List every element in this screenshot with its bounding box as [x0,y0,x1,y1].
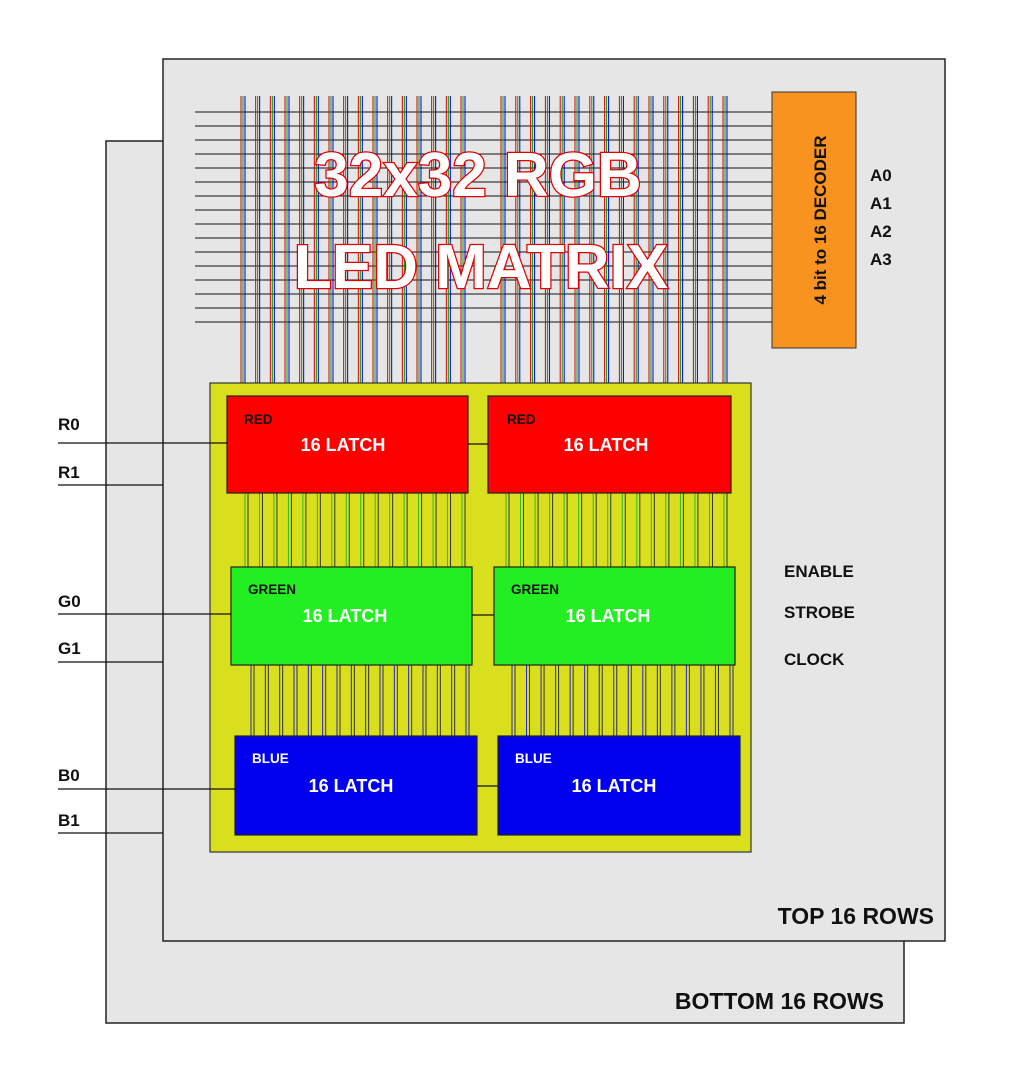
green-latch-left-box [230,566,473,666]
address-a2: A2 [870,222,892,241]
input-signals: R0 R1 G0 G1 B0 B1 [58,415,235,834]
red-latch-right-box [487,395,732,494]
input-r1: R1 [58,463,80,482]
red-latch-right-color: RED [507,412,536,427]
green-latch-left: GREEN 16 LATCH [230,566,473,666]
blue-latch-left-box [234,735,478,836]
bottom-panel-label: BOTTOM 16 ROWS [675,988,884,1014]
signal-enable: ENABLE [784,562,854,581]
blue-latch-right-label: 16 LATCH [572,776,657,796]
red-latch-left: RED 16 LATCH [226,395,469,494]
green-latch-right: GREEN 16 LATCH [493,566,736,666]
row-lines [195,111,772,323]
address-a1: A1 [870,194,892,213]
title-line-1: 32x32 RGB [314,141,641,210]
signal-strobe: STROBE [784,603,855,622]
input-g0: G0 [58,592,81,611]
red-latch-right-label: 16 LATCH [564,435,649,455]
green-latch-left-label: 16 LATCH [303,606,388,626]
green-latch-right-box [493,566,736,666]
input-b1: B1 [58,811,80,830]
input-g1: G1 [58,639,81,658]
red-latch-right: RED 16 LATCH [487,395,732,494]
address-a3: A3 [870,250,892,269]
address-a0: A0 [870,166,892,185]
blue-latch-right-color: BLUE [515,751,552,766]
red-latch-left-color: RED [244,412,273,427]
red-latch-left-label: 16 LATCH [301,435,386,455]
red-latch-left-box [226,395,469,494]
blue-latch-left-label: 16 LATCH [309,776,394,796]
latch-connection-lines [244,493,734,736]
green-latch-right-label: 16 LATCH [566,606,651,626]
top-panel-label: TOP 16 ROWS [778,903,934,929]
blue-latch-left: BLUE 16 LATCH [234,735,478,836]
title-line-2: LED MATRIX [294,233,668,302]
input-b0: B0 [58,766,80,785]
blue-latch-right-box [497,735,741,836]
blue-latch-left-color: BLUE [252,751,289,766]
decoder-label: 4 bit to 16 DECODER [811,135,830,304]
signal-clock: CLOCK [784,650,845,669]
blue-latch-right: BLUE 16 LATCH [497,735,741,836]
green-latch-left-color: GREEN [248,582,296,597]
decoder-block [771,91,857,349]
input-r0: R0 [58,415,80,434]
green-latch-right-color: GREEN [511,582,559,597]
column-lines [240,96,728,396]
